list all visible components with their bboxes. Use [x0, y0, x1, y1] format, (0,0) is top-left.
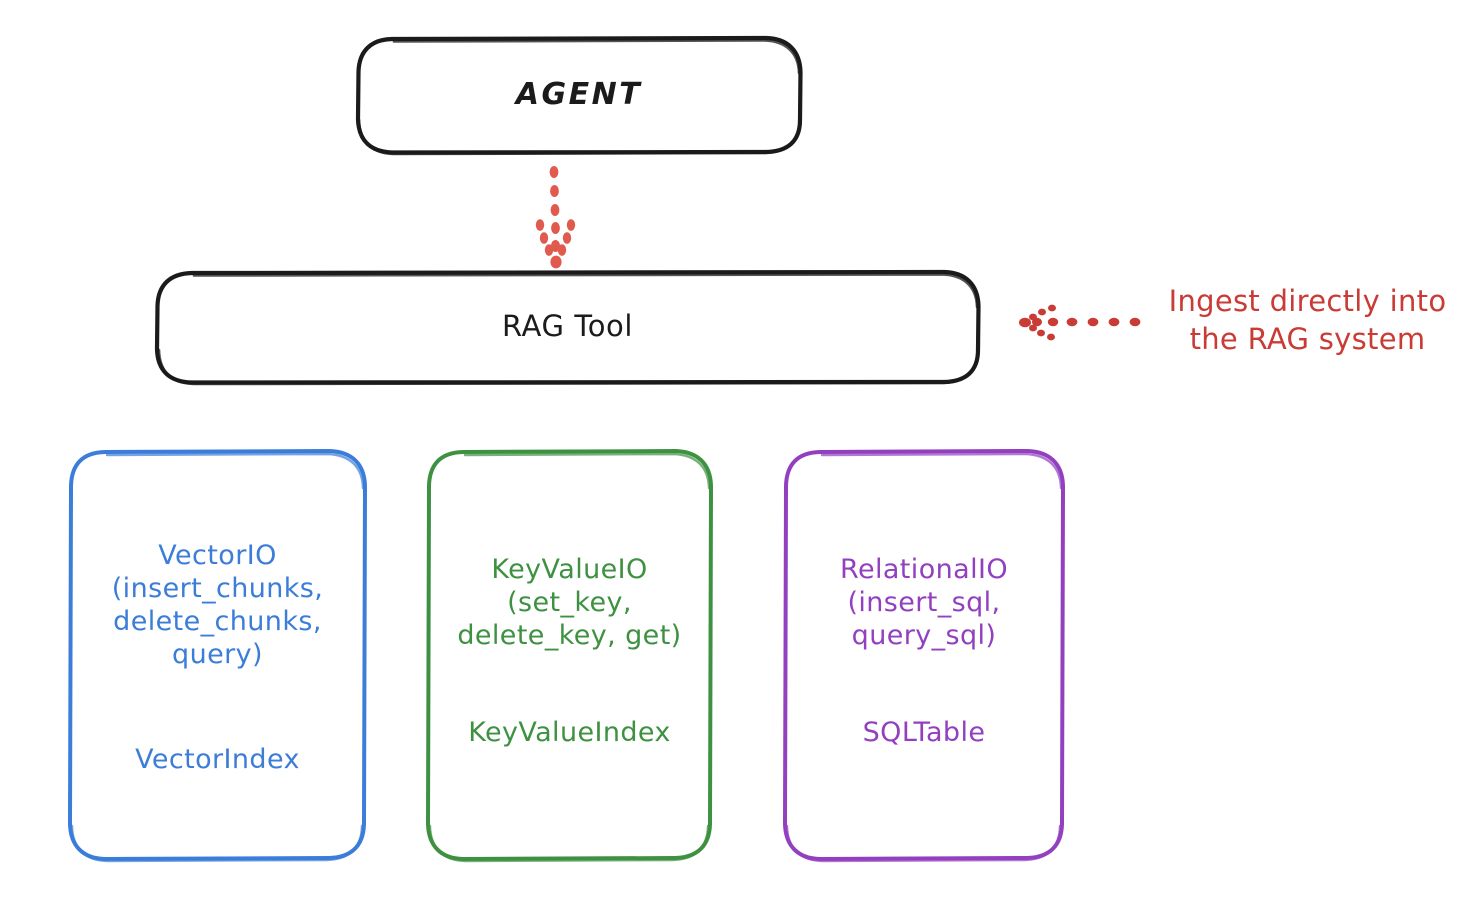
agent-to-rag-arrow	[535, 166, 576, 269]
agent-node-label: AGENT	[515, 76, 643, 112]
keyvalue-store-api-label: KeyValueIO (set_key, delete_key, get)	[457, 554, 682, 651]
vector-store-api-label: VectorIO (insert_chunks, delete_chunks, …	[111, 540, 324, 670]
relational-store-index-label: SQLTable	[862, 716, 986, 748]
rag-tool-node-label: RAG Tool	[501, 309, 634, 344]
annotation-arrow	[1019, 304, 1141, 341]
keyvalue-store-index-label: KeyValueIndex	[468, 716, 671, 748]
ingest-annotation-label: Ingest directly into the RAG system	[1168, 284, 1447, 356]
relational-store-api-label: RelationalIO (insert_sql, query_sql)	[840, 554, 1008, 651]
vector-store-index-label: VectorIndex	[135, 743, 300, 775]
